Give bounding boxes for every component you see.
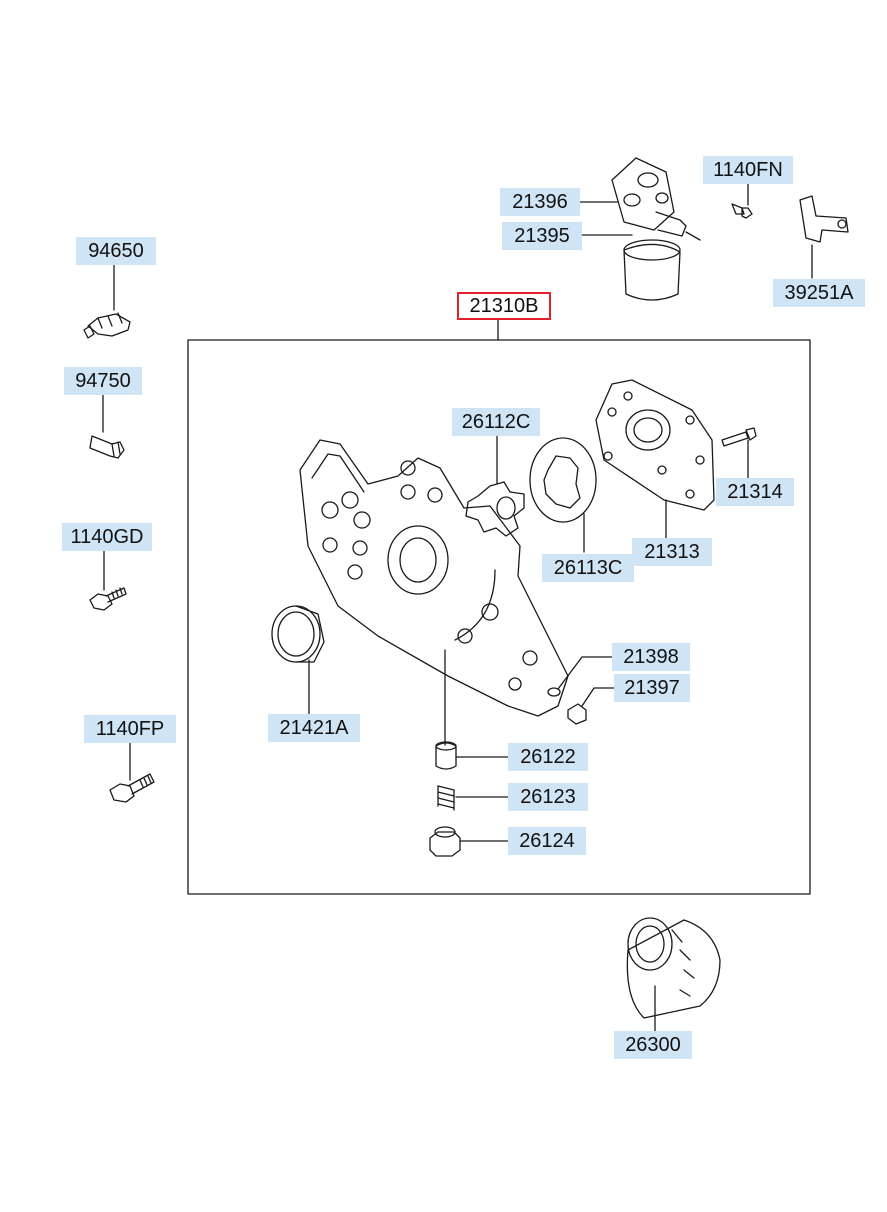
- label-1140FP[interactable]: 1140FP: [84, 715, 176, 743]
- inner-rotor-part: [465, 435, 525, 537]
- plunger-26122-part: [435, 741, 509, 770]
- outer-rotor-part: [529, 437, 597, 553]
- label-26112C[interactable]: 26112C: [452, 408, 540, 436]
- oil-filter-part: [626, 917, 721, 1032]
- label-21398[interactable]: 21398: [612, 643, 690, 671]
- filter-adapter-part: [579, 157, 701, 301]
- label-26124[interactable]: 26124: [508, 827, 586, 855]
- assembly-frame: [187, 339, 811, 895]
- bolt-1140FN-part: [731, 182, 753, 219]
- plug-26124-part: [429, 826, 509, 857]
- label-21310B[interactable]: 21310B: [457, 292, 551, 320]
- washer-21398-part: [547, 656, 613, 697]
- label-21421A[interactable]: 21421A: [268, 714, 360, 742]
- label-26300[interactable]: 26300: [614, 1031, 692, 1059]
- bolt-1140GD-part: [89, 550, 127, 611]
- label-21395[interactable]: 21395: [502, 222, 582, 250]
- cover-plate-part: [595, 379, 715, 539]
- switch-94750-part: [89, 394, 125, 459]
- bolt-1140FP-part: [109, 742, 155, 803]
- sensor-94650-part: [83, 264, 131, 339]
- bracket-39251A-part: [799, 195, 849, 279]
- label-39251A[interactable]: 39251A: [773, 279, 865, 307]
- label-21397[interactable]: 21397: [614, 674, 690, 702]
- plug-21397-part: [567, 687, 615, 725]
- label-1140FN[interactable]: 1140FN: [703, 156, 793, 184]
- label-26123[interactable]: 26123: [508, 783, 588, 811]
- label-26122[interactable]: 26122: [508, 743, 588, 771]
- label-21396[interactable]: 21396: [500, 188, 580, 216]
- label-21314[interactable]: 21314: [716, 478, 794, 506]
- label-1140GD[interactable]: 1140GD: [62, 523, 152, 551]
- label-94650[interactable]: 94650: [76, 237, 156, 265]
- label-94750[interactable]: 94750: [64, 367, 142, 395]
- oil-pump-cover-part: [299, 439, 569, 717]
- label-26113C[interactable]: 26113C: [542, 554, 634, 582]
- oil-seal-part: [271, 605, 325, 715]
- label-21313[interactable]: 21313: [632, 538, 712, 566]
- screw-21314-part: [721, 427, 757, 479]
- spring-26123-part: [437, 785, 509, 811]
